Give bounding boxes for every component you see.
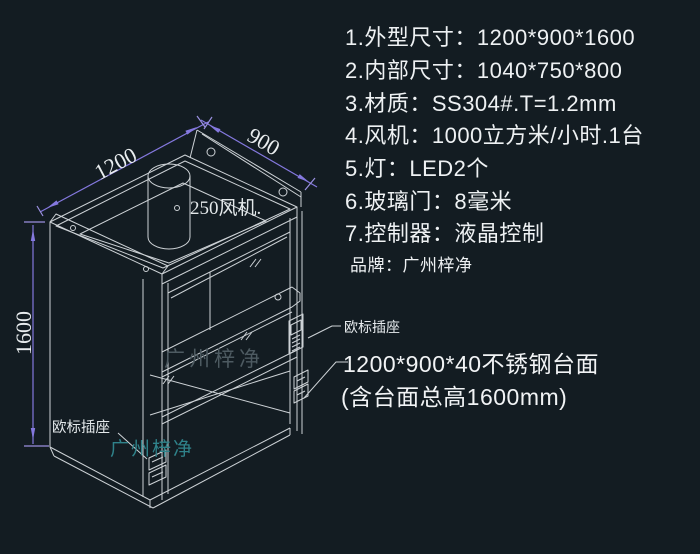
dim-label-height: 1600	[11, 311, 36, 355]
leader-socket-left	[117, 432, 148, 460]
dim-extension-ticks	[24, 221, 49, 447]
lower-rail	[161, 349, 298, 425]
top-face-inner	[55, 160, 291, 269]
dim-line-width	[39, 121, 209, 213]
worktop-callout-line1: 1200*900*40不锈钢台面	[343, 351, 600, 377]
spec-line-7: 7.控制器：液晶控制	[345, 221, 545, 246]
leader-worktop	[303, 361, 348, 399]
rim-bolt	[70, 225, 76, 231]
spec-line-4: 4.风机：1000立方米/小时.1台	[345, 123, 644, 148]
glass-top-frame	[167, 231, 291, 299]
dim-label-width: 1200	[90, 142, 141, 185]
base-plinth	[49, 427, 291, 509]
spec-line-6: 6.玻璃门：8毫米	[345, 189, 513, 214]
dim-end-ticks	[36, 115, 316, 217]
control-panel	[288, 313, 304, 355]
dimension-arrowheads	[30, 125, 309, 440]
cross-bracing	[149, 370, 291, 416]
socket-left	[148, 449, 167, 486]
leader-socket-right	[307, 325, 341, 339]
top-rim-strip	[49, 213, 169, 275]
socket-label-left: 欧标插座	[52, 419, 110, 436]
spec-line-2: 2.内部尺寸：1040*750*800	[345, 58, 623, 83]
slab-hole	[278, 187, 288, 197]
dimension-lines	[24, 115, 318, 447]
socket-label-right: 欧标插座	[344, 319, 400, 335]
sash-handle-rail	[161, 286, 301, 378]
dim-label-depth: 900	[243, 122, 284, 160]
worktop-callout-line2: (含台面总高1600mm)	[341, 384, 568, 410]
spec-line-brand: 品牌：广州梓净	[350, 256, 473, 275]
slab-hole	[206, 147, 216, 157]
front-top-band	[161, 216, 298, 285]
socket-right	[293, 369, 309, 404]
dim-line-depth	[200, 119, 318, 188]
duct-cylinder	[147, 163, 191, 250]
spec-line-5: 5.灯：LED2个	[345, 156, 489, 181]
watermark-base: 广州梓净	[110, 438, 194, 460]
glass-hatch-marks	[162, 258, 262, 385]
spec-line-1: 1.外型尺寸：1200*900*1600	[345, 25, 636, 50]
top-panel-inset	[79, 182, 267, 264]
watermark-door: 广州梓净	[164, 347, 264, 371]
rim-bolt	[143, 266, 149, 272]
duct-label: 250风机.	[190, 197, 261, 219]
top-back-slab	[189, 129, 302, 207]
cabinet-linework	[49, 129, 348, 509]
spec-line-3: 3.材质：SS304#.T=1.2mm	[345, 91, 617, 116]
